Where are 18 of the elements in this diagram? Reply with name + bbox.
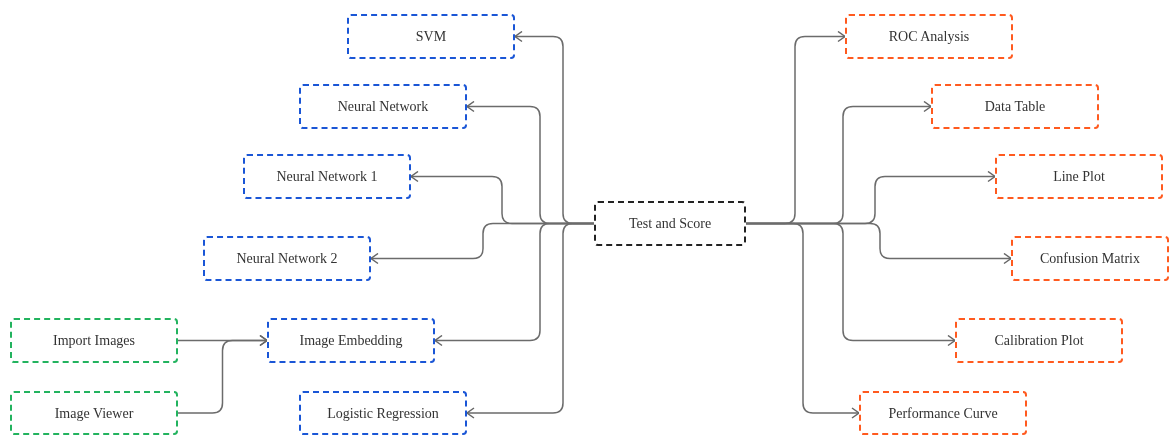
process-box: Line Plot xyxy=(995,154,1163,199)
process-box: ROC Analysis xyxy=(845,14,1013,59)
process-box: Logistic Regression xyxy=(299,391,467,435)
process-box: Calibration Plot xyxy=(955,318,1123,363)
process-box: Test and Score xyxy=(594,201,746,246)
process-box: Neural Network xyxy=(299,84,467,129)
process-box: Image Embedding xyxy=(267,318,435,363)
process-box: Image Viewer xyxy=(10,391,178,435)
process-box: SVM xyxy=(347,14,515,59)
process-box: Data Table xyxy=(931,84,1099,129)
process-box: Performance Curve xyxy=(859,391,1027,435)
process-box: Import Images xyxy=(10,318,178,363)
process-box: Neural Network 1 xyxy=(243,154,411,199)
arrow xyxy=(745,222,860,419)
arrow xyxy=(466,222,595,419)
process-box: Neural Network 2 xyxy=(203,236,371,281)
arrow xyxy=(177,334,268,414)
process-box: Confusion Matrix xyxy=(1011,236,1169,281)
